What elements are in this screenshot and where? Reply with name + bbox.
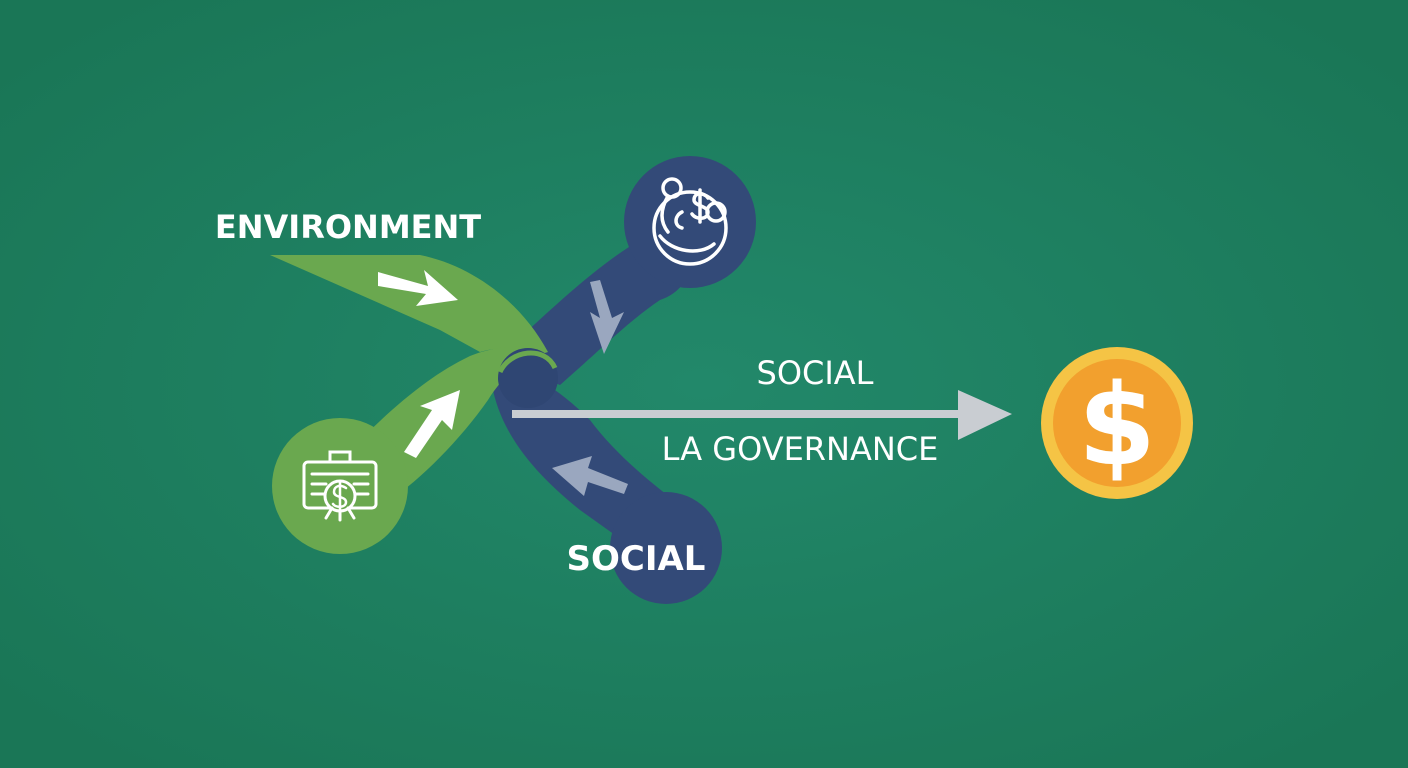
arrow-green-up-icon (404, 390, 460, 458)
cash-register-dollar-icon (302, 450, 378, 522)
dollar-coin-icon (1053, 359, 1181, 487)
head-with-dollar-icon (652, 177, 728, 266)
social-label-top: SOCIAL (757, 354, 874, 392)
top-node (624, 156, 756, 288)
environment-arm (270, 255, 548, 352)
arrow-navy-down-icon (590, 280, 624, 354)
arrow-navy-left-icon (552, 456, 628, 496)
coin-symbol: $ (1078, 361, 1156, 491)
environment-label: ENVIRONMENT (215, 208, 481, 246)
governance-label: LA GOVERNANCE (662, 430, 939, 468)
arrow-env-icon (378, 270, 458, 306)
hub-swirl (497, 350, 558, 374)
bottom-node (610, 492, 722, 604)
social-label-bottom: SOCIAL (567, 539, 706, 579)
center-hub (498, 348, 558, 408)
output-arrow-shaft (512, 410, 962, 418)
output-arrow-head-icon (958, 390, 1012, 440)
